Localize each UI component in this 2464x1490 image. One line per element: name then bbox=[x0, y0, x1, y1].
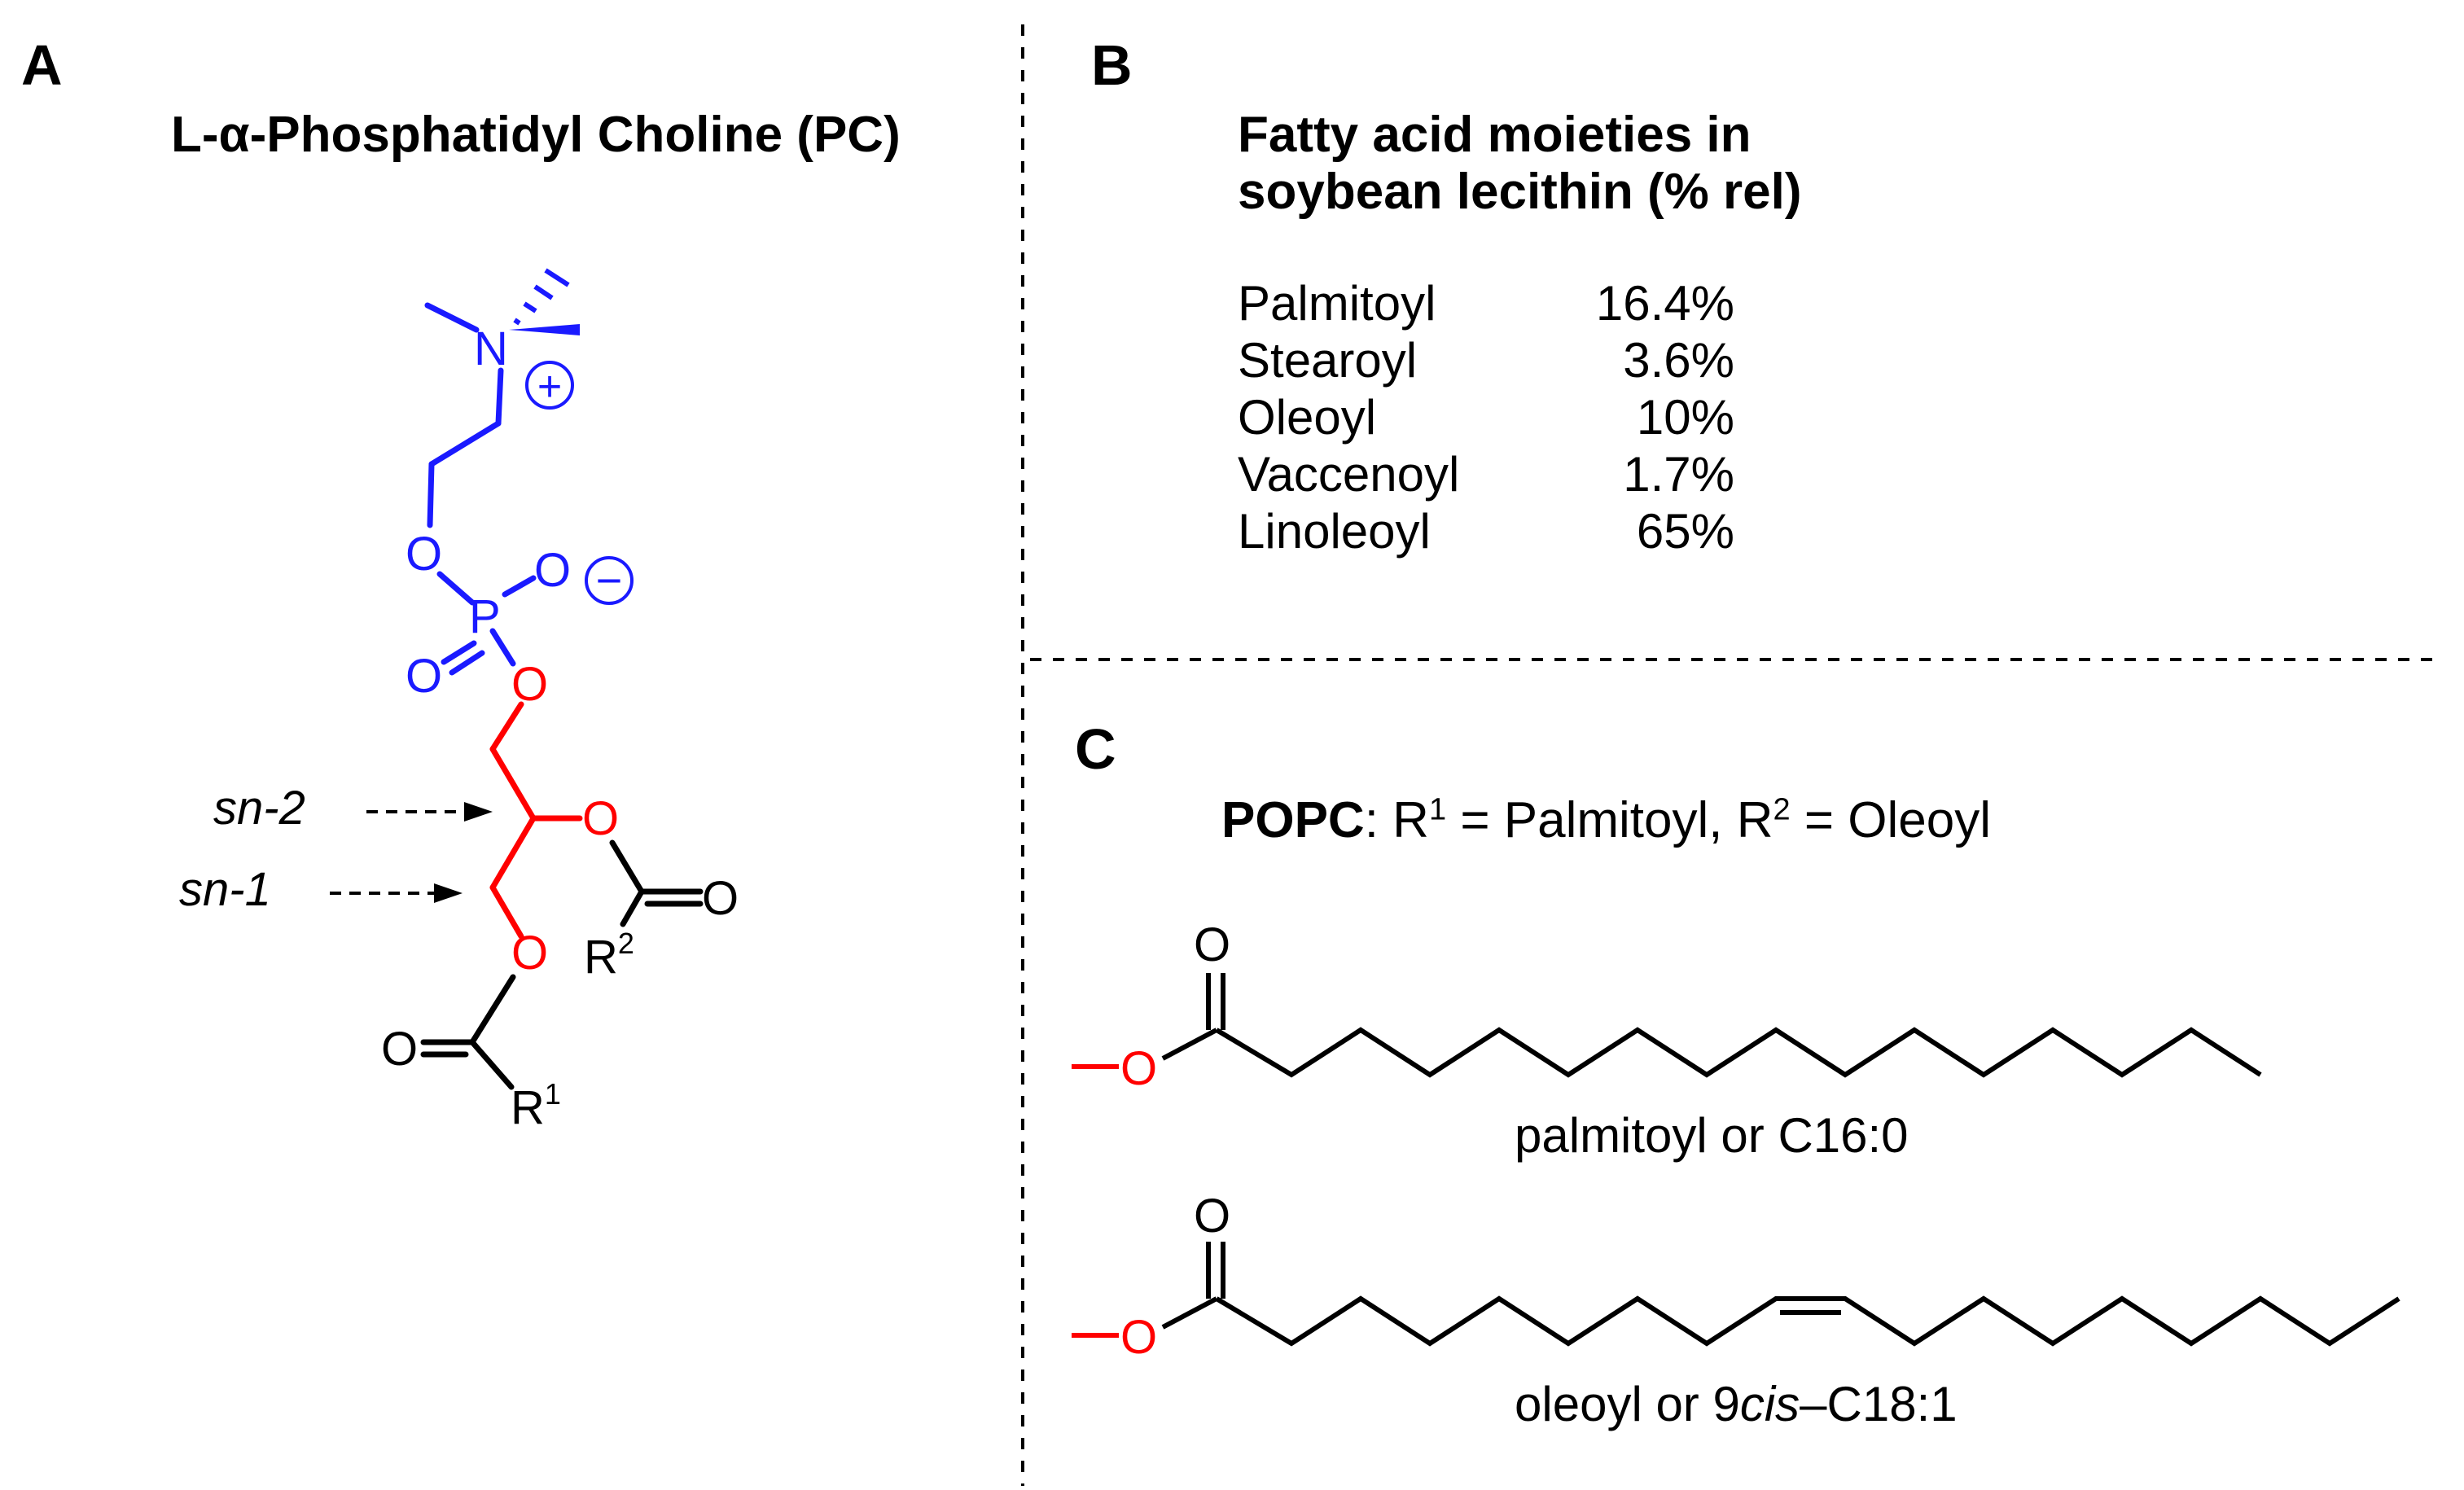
fatty-acid-name: Oleoyl bbox=[1238, 390, 1377, 445]
sn1-arrowhead bbox=[434, 883, 463, 903]
oleoyl-chain bbox=[1161, 1242, 2400, 1347]
table-row: Palmitoyl 16.4% bbox=[1238, 275, 1734, 332]
fatty-acid-name: Vaccenoyl bbox=[1238, 447, 1460, 502]
fatty-acid-value: 3.6% bbox=[1623, 333, 1734, 388]
r1-label: R1 bbox=[511, 1077, 561, 1134]
palmitoyl-carbonyl-o: O bbox=[1194, 918, 1230, 971]
fatty-acid-name: Stearoyl bbox=[1238, 333, 1418, 388]
panel-a-title: L-α-Phosphatidyl Choline (PC) bbox=[171, 107, 901, 163]
r2-label: R2 bbox=[584, 927, 634, 984]
hash-bond bbox=[513, 268, 570, 326]
panel-a-letter: A bbox=[21, 33, 63, 97]
o-double-label: O bbox=[406, 650, 442, 703]
panel-b-letter: B bbox=[1091, 33, 1133, 97]
table-row: Linoleoyl 65% bbox=[1238, 503, 1734, 560]
popc-definition: POPC: R1 = Palmitoyl, R2 = Oleoyl bbox=[1221, 792, 1992, 848]
pc-structure: N + O O − P O O O O O R2 O R1 sn-2 sn-1 bbox=[179, 268, 739, 1134]
o-carbonyl-sn1-label: O bbox=[381, 1023, 418, 1076]
o-glycerol-top-label: O bbox=[511, 658, 548, 711]
acyl-bonds bbox=[420, 839, 704, 1090]
oleoyl-carbonyl-o: O bbox=[1194, 1190, 1230, 1242]
plus-circle bbox=[525, 361, 574, 410]
sn2-label: sn-2 bbox=[213, 782, 305, 835]
o-ester-label: O bbox=[406, 528, 442, 581]
plus-sign: + bbox=[537, 363, 562, 410]
panel-c-letter: C bbox=[1075, 717, 1116, 781]
palmitoyl-caption: palmitoyl or C16:0 bbox=[1515, 1108, 1909, 1163]
table-row: Oleoyl 10% bbox=[1238, 389, 1734, 446]
minus-sign: − bbox=[596, 554, 623, 606]
fatty-acid-name: Linoleoyl bbox=[1238, 504, 1431, 559]
minus-circle bbox=[585, 556, 634, 605]
phosphorus-label: P bbox=[469, 590, 501, 643]
table-row: Vaccenoyl 1.7% bbox=[1238, 446, 1734, 503]
o-sn2-label: O bbox=[582, 792, 619, 845]
nitrogen-label: N bbox=[474, 322, 508, 375]
o-carbonyl-sn2-label: O bbox=[702, 872, 739, 925]
fatty-acid-value: 16.4% bbox=[1595, 276, 1734, 331]
sn2-arrowhead bbox=[464, 802, 493, 822]
acyl-chains: O O palmitoyl or C16:0 O O oleoyl or 9ci… bbox=[1072, 918, 2400, 1431]
palmitoyl-ester-o: O bbox=[1120, 1042, 1157, 1095]
panel-b-title-line2: soybean lecithin (% rel) bbox=[1238, 164, 1802, 220]
wedge-bond bbox=[509, 324, 580, 335]
o-sn1-label: O bbox=[511, 927, 548, 979]
popc-label: POPC bbox=[1221, 792, 1365, 848]
oleoyl-ester-o: O bbox=[1120, 1311, 1157, 1364]
sn1-label: sn-1 bbox=[179, 863, 271, 916]
o-anion-label: O bbox=[534, 544, 571, 597]
choline-bonds bbox=[424, 302, 537, 676]
table-row: Stearoyl 3.6% bbox=[1238, 332, 1734, 389]
palmitoyl-chain bbox=[1161, 973, 2262, 1078]
fatty-acid-value: 65% bbox=[1636, 504, 1734, 559]
oleoyl-caption: oleoyl or 9cis–C18:1 bbox=[1515, 1377, 1958, 1431]
fatty-acid-value: 10% bbox=[1636, 390, 1734, 445]
fatty-acid-name: Palmitoyl bbox=[1238, 276, 1436, 331]
panel-b-title-line1: Fatty acid moieties in bbox=[1238, 107, 1752, 163]
glycerol-bonds bbox=[489, 701, 583, 940]
fatty-acid-table: Palmitoyl 16.4% Stearoyl 3.6% Oleoyl 10% Va… bbox=[1238, 275, 1734, 560]
fatty-acid-value: 1.7% bbox=[1623, 447, 1734, 502]
